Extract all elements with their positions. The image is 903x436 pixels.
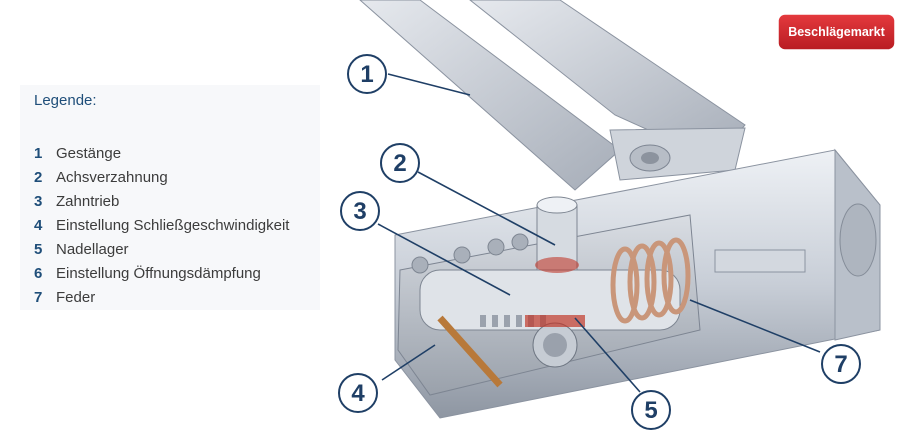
callout-5: 5: [631, 390, 671, 430]
brand-label: Beschlägemarkt: [788, 25, 885, 39]
callout-2: 2: [380, 143, 420, 183]
svg-text:1: 1: [360, 61, 373, 88]
linkage-arms: [359, 0, 746, 191]
legend-item-label: Einstellung Öffnungsdämpfung: [56, 265, 261, 282]
callout-3: 3: [340, 191, 380, 231]
brand-logo: Beschlägemarkt: [777, 13, 896, 51]
svg-text:3: 3: [353, 198, 366, 225]
svg-text:5: 5: [644, 397, 657, 424]
legend-backdrop: [20, 85, 320, 310]
closer-body: [394, 148, 881, 419]
legend-item-label: Feder: [56, 289, 96, 306]
svg-text:2: 2: [393, 150, 406, 177]
spring: [610, 237, 691, 324]
legend-item-label: Gestänge: [56, 145, 122, 162]
legend-item-label: Achsverzahnung: [56, 169, 168, 186]
callout-1: 1: [347, 54, 387, 94]
brand-badge-icon: [777, 13, 896, 51]
legend-item-label: Zahntrieb: [56, 193, 120, 210]
legend-item-label: Einstellung Schließgeschwindigkeit: [56, 217, 290, 234]
callout-4: 4: [338, 373, 378, 413]
leader-lines: [377, 73, 821, 393]
legend-item-label: Nadellager: [56, 241, 129, 258]
svg-text:4: 4: [351, 380, 365, 407]
callout-7: 7: [821, 344, 861, 384]
legend-title: Legende:: [34, 92, 97, 109]
brand-plate: [714, 249, 806, 273]
svg-text:7: 7: [834, 351, 847, 378]
